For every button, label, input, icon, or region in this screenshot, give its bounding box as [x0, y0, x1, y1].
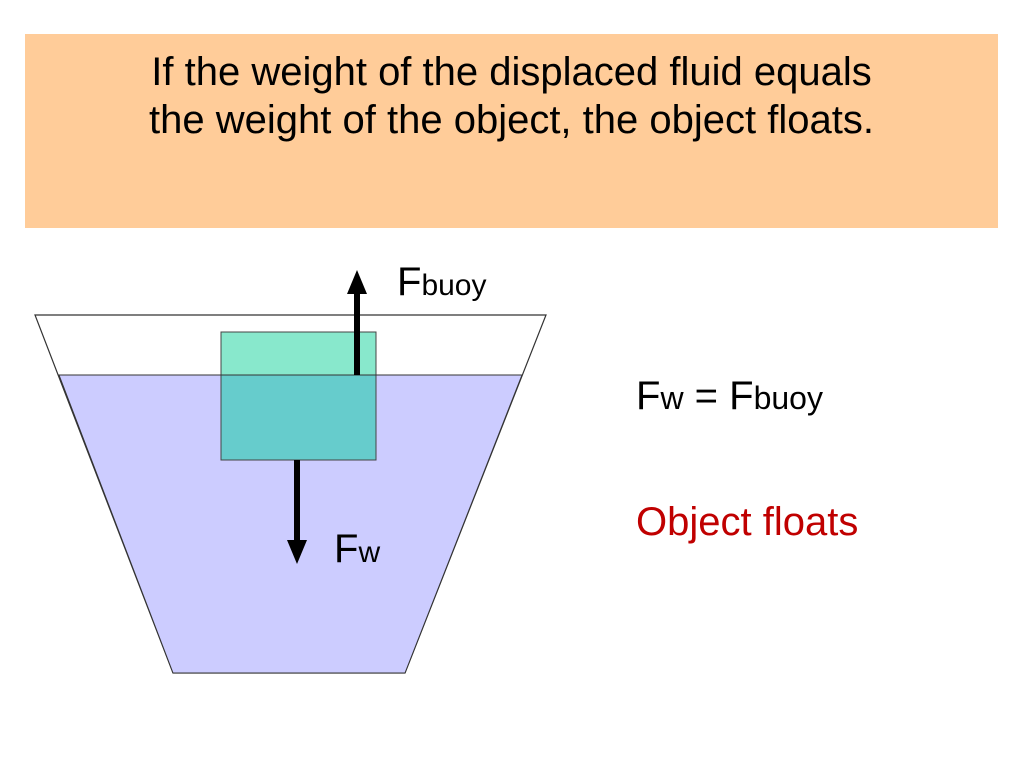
object-submerged	[220, 374, 377, 461]
title-line-1: If the weight of the displaced fluid equ…	[151, 50, 872, 94]
buoyant-force-label: Fbuoy	[397, 260, 487, 305]
title-line-2: the weight of the object, the object flo…	[149, 98, 874, 142]
equation-right-subscript: buoy	[753, 380, 823, 416]
weight-force-arrowhead	[287, 540, 307, 564]
title-box: If the weight of the displaced fluid equ…	[25, 34, 998, 228]
weight-force-symbol: F	[334, 527, 359, 571]
buoyant-force-arrowhead	[347, 270, 367, 294]
buoyant-force-symbol: F	[397, 260, 422, 304]
equation-operator: =	[683, 374, 730, 418]
object-above-fluid	[220, 331, 377, 376]
weight-force-subscript: w	[358, 536, 381, 569]
weight-force-label: Fw	[334, 527, 380, 572]
title-background	[25, 34, 998, 228]
equation-right-symbol: F	[729, 374, 754, 418]
result-text: Object floats	[636, 500, 859, 544]
buoyant-force-subscript: buoy	[421, 269, 487, 302]
equation-left-subscript: w	[660, 380, 684, 416]
force-equation: Fw = Fbuoy	[636, 374, 823, 419]
equation-left-symbol: F	[636, 374, 661, 418]
